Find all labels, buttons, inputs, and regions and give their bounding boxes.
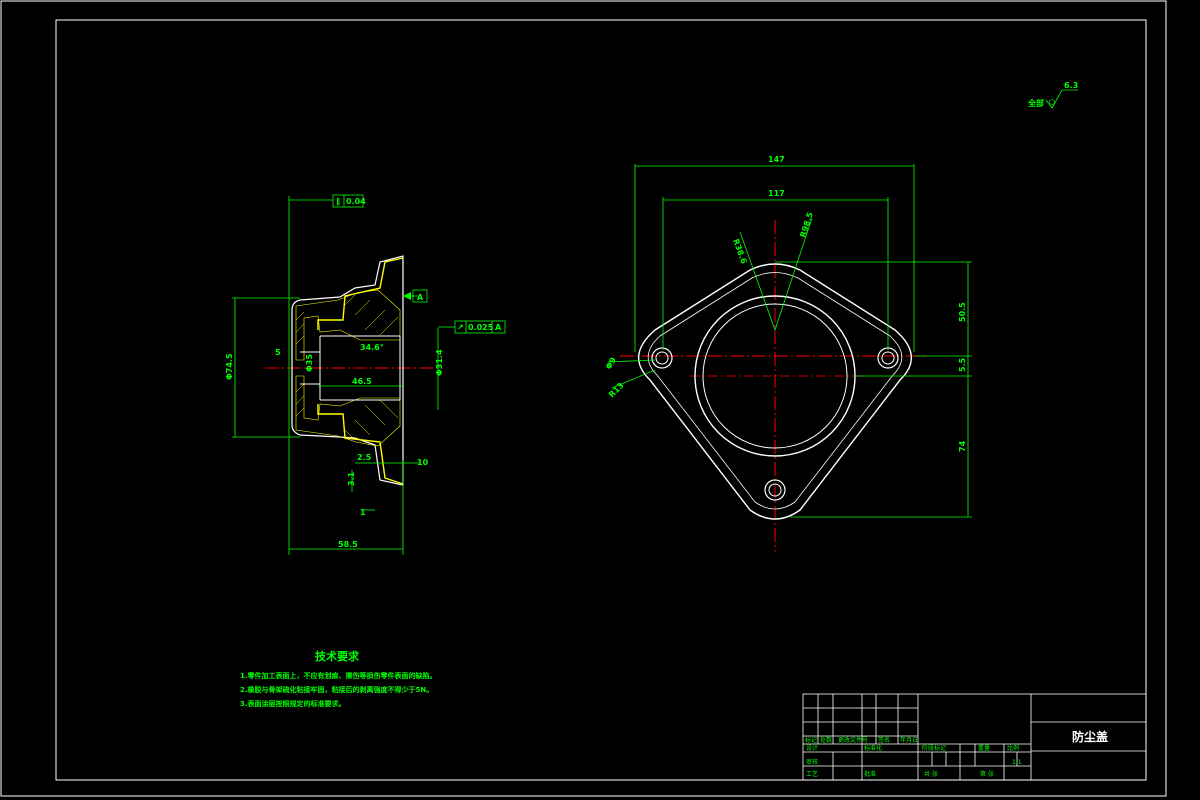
flange-outline — [637, 263, 913, 520]
runout-datum: A — [495, 323, 502, 332]
dim-diameter: Φ74.5 — [225, 353, 234, 380]
rubber-hatch-upper — [295, 289, 401, 361]
dim-mid: 5.5 — [958, 357, 967, 372]
dim-angle: 34.6° — [360, 343, 384, 352]
datum-a-box — [412, 289, 428, 303]
bolt-hole-bottom — [764, 479, 786, 501]
svg-text:处数: 处数 — [820, 736, 832, 744]
drawing-frame — [55, 19, 1147, 781]
svg-text:标准化: 标准化 — [864, 744, 882, 752]
dim-flange: 10 — [417, 458, 429, 467]
section-view: ∥ 0.04 A ↗ 0.025 A 58.5 Φ74.5 46.5 34.6°… — [225, 194, 506, 555]
tech-requirements: 技术要求 1.零件加工表面上，不应有划痕、擦伤等损伤零件表面的缺陷。 2.橡胶与… — [240, 649, 437, 708]
dim-left: 5 — [275, 348, 281, 357]
runout-frame — [454, 320, 506, 334]
svg-text:年月日: 年月日 — [900, 736, 918, 744]
bolt-hole-right — [877, 347, 899, 369]
sheet-border — [0, 0, 1167, 797]
dim-bore: Φ31.4 — [435, 349, 444, 376]
svg-text:重量: 重量 — [978, 744, 990, 752]
datum-a-label: A — [417, 293, 424, 302]
dim-up: 50.5 — [958, 302, 967, 322]
svg-text:更改文件号: 更改文件号 — [838, 736, 868, 744]
flatness-frame — [332, 194, 364, 208]
dim-inner-dia: Φ35 — [305, 354, 314, 372]
rubber-body-outline — [291, 255, 404, 486]
tech-item-2: 2.橡胶与骨架硫化粘接牢固，粘接后的剥离强度不得少于5N。 — [240, 685, 433, 694]
svg-text:设计: 设计 — [806, 744, 818, 752]
tech-title: 技术要求 — [315, 649, 360, 663]
metal-insert — [317, 257, 404, 330]
tech-item-3: 3.表面涂层按照规定的标准要求。 — [240, 699, 346, 708]
svg-text:6.3: 6.3 — [1064, 81, 1078, 90]
dim-holes: 117 — [768, 189, 785, 198]
center-bore-inner — [702, 303, 848, 449]
plan-view: 147 117 R38.6 R98.5 50.5 5.5 74 Φ9 R13 — [604, 155, 972, 552]
svg-text:阶段标记: 阶段标记 — [922, 744, 946, 752]
svg-text:1:1: 1:1 — [1012, 759, 1022, 766]
rubber-hatch-lower — [295, 375, 401, 447]
dim-down: 74 — [958, 440, 967, 452]
svg-text:比例: 比例 — [1007, 744, 1019, 752]
dim-r2: R98.5 — [798, 211, 815, 239]
dim-r1: R38.6 — [731, 238, 748, 266]
inner-bore — [300, 335, 401, 401]
svg-text:全部: 全部 — [1027, 98, 1044, 108]
flatness-value: 0.04 — [346, 197, 366, 206]
title-block-text: 标记 处数 更改文件号 签名 年月日 设计 标准化 阶段标记 重量 比例 1:1… — [805, 729, 1108, 778]
svg-text:审核: 审核 — [806, 758, 818, 766]
svg-text:↗: ↗ — [457, 323, 464, 332]
svg-text:标记: 标记 — [805, 736, 817, 744]
bolt-hole-left — [651, 347, 673, 369]
svg-text:∥: ∥ — [336, 197, 340, 206]
svg-text:共 张: 共 张 — [924, 770, 938, 778]
surface-finish-symbol: 全部 6.3 — [1027, 81, 1078, 109]
svg-text:签名: 签名 — [878, 736, 890, 744]
svg-text:第 张: 第 张 — [980, 770, 994, 778]
dim-total-width: 58.5 — [338, 540, 358, 549]
dim-hole: Φ9 — [604, 355, 618, 371]
dim-inner-width: 46.5 — [352, 377, 372, 386]
svg-text:工艺: 工艺 — [806, 770, 818, 778]
part-name: 防尘盖 — [1072, 729, 1108, 744]
runout-value: 0.025 — [468, 323, 494, 332]
svg-text:批准: 批准 — [864, 770, 876, 778]
dim-t: 1 — [360, 508, 366, 517]
dim-overall: 147 — [768, 155, 785, 164]
tech-item-1: 1.零件加工表面上，不应有划痕、擦伤等损伤零件表面的缺陷。 — [240, 671, 437, 680]
dim-lip-h: 3.1 — [347, 471, 356, 486]
title-block — [802, 693, 1147, 781]
dim-lip: 2.5 — [357, 453, 372, 462]
